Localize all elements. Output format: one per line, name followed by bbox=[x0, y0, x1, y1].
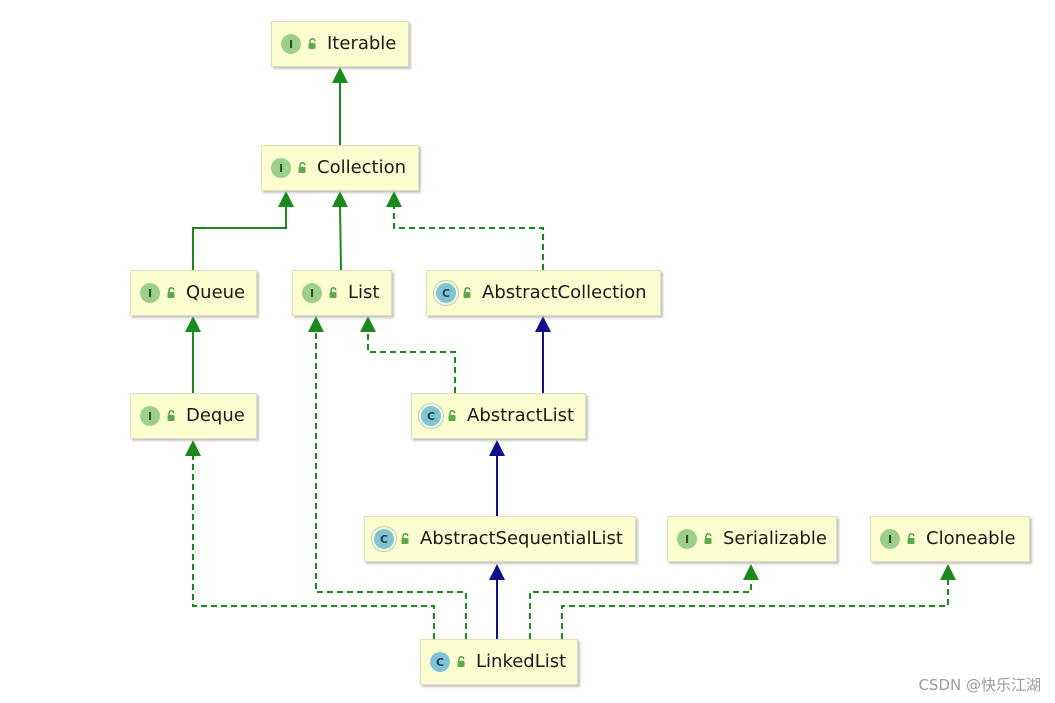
interface-icon: I bbox=[140, 283, 160, 303]
unlock-icon bbox=[297, 162, 309, 174]
node-label: Collection bbox=[317, 157, 407, 178]
edge-list-collection bbox=[339, 204, 342, 271]
unlock-icon bbox=[166, 410, 178, 422]
unlock-icon bbox=[462, 287, 474, 299]
interface-icon: I bbox=[677, 529, 697, 549]
edge-abstractlist-list bbox=[367, 330, 456, 393]
edge-linkedlist-deque bbox=[192, 454, 435, 639]
node-label: AbstractSequentialList bbox=[420, 528, 623, 549]
unlock-icon bbox=[400, 533, 412, 545]
arrowhead-collection-center bbox=[332, 191, 348, 207]
unlock-icon bbox=[703, 533, 715, 545]
node-abstract-sequential-list[interactable]: C AbstractSequentialList bbox=[364, 516, 636, 562]
arrowhead-abstractsequentiallist bbox=[489, 564, 505, 580]
abstract-class-icon: C bbox=[421, 406, 441, 426]
edge-linkedlist-cloneable bbox=[561, 578, 949, 639]
arrowhead-deque bbox=[185, 440, 201, 456]
arrowhead-abstractcollection bbox=[535, 316, 551, 332]
edge-abstractcollection-collection bbox=[393, 205, 544, 270]
unlock-icon bbox=[307, 38, 319, 50]
abstract-class-icon: C bbox=[374, 529, 394, 549]
watermark: CSDN @快乐江湖 bbox=[918, 676, 1041, 694]
node-label: AbstractCollection bbox=[482, 282, 647, 303]
node-label: Cloneable bbox=[926, 528, 1016, 549]
unlock-icon bbox=[906, 533, 918, 545]
unlock-icon bbox=[456, 656, 468, 668]
node-serializable[interactable]: I Serializable bbox=[667, 516, 837, 562]
node-label: Deque bbox=[186, 405, 245, 426]
node-label: AbstractList bbox=[467, 405, 575, 426]
edge-linkedlist-serializable bbox=[529, 578, 752, 639]
class-icon: C bbox=[430, 652, 450, 672]
arrowhead-list-right bbox=[360, 316, 376, 332]
arrowhead-iterable bbox=[332, 67, 348, 83]
node-label: LinkedList bbox=[476, 651, 567, 672]
node-linked-list[interactable]: C LinkedList bbox=[420, 639, 578, 685]
arrowhead-queue bbox=[185, 316, 201, 332]
abstract-class-icon: C bbox=[436, 283, 456, 303]
node-abstract-collection[interactable]: C AbstractCollection bbox=[426, 270, 661, 316]
interface-icon: I bbox=[140, 406, 160, 426]
unlock-icon bbox=[166, 287, 178, 299]
edge-queue-collection bbox=[192, 205, 287, 270]
unlock-icon bbox=[328, 287, 340, 299]
arrowhead-cloneable bbox=[940, 564, 956, 580]
node-label: Serializable bbox=[723, 528, 827, 549]
node-list[interactable]: I List bbox=[292, 270, 392, 316]
unlock-icon bbox=[447, 410, 459, 422]
interface-icon: I bbox=[880, 529, 900, 549]
node-deque[interactable]: I Deque bbox=[130, 393, 257, 439]
node-queue[interactable]: I Queue bbox=[130, 270, 257, 316]
node-abstract-list[interactable]: C AbstractList bbox=[411, 393, 586, 439]
arrowhead-collection-right bbox=[386, 191, 402, 207]
arrowhead-list-left bbox=[308, 316, 324, 332]
edge-linkedlist-list bbox=[315, 330, 467, 639]
node-label: Iterable bbox=[327, 33, 397, 54]
arrowhead-serializable bbox=[743, 564, 759, 580]
node-collection[interactable]: I Collection bbox=[261, 145, 419, 191]
interface-icon: I bbox=[271, 158, 291, 178]
interface-icon: I bbox=[281, 34, 301, 54]
node-label: Queue bbox=[186, 282, 246, 303]
arrowhead-abstractlist bbox=[489, 440, 505, 456]
arrowhead-collection-left bbox=[278, 191, 294, 207]
interface-icon: I bbox=[302, 283, 322, 303]
node-label: List bbox=[348, 282, 380, 303]
node-cloneable[interactable]: I Cloneable bbox=[870, 516, 1030, 562]
node-iterable[interactable]: I Iterable bbox=[271, 21, 409, 67]
